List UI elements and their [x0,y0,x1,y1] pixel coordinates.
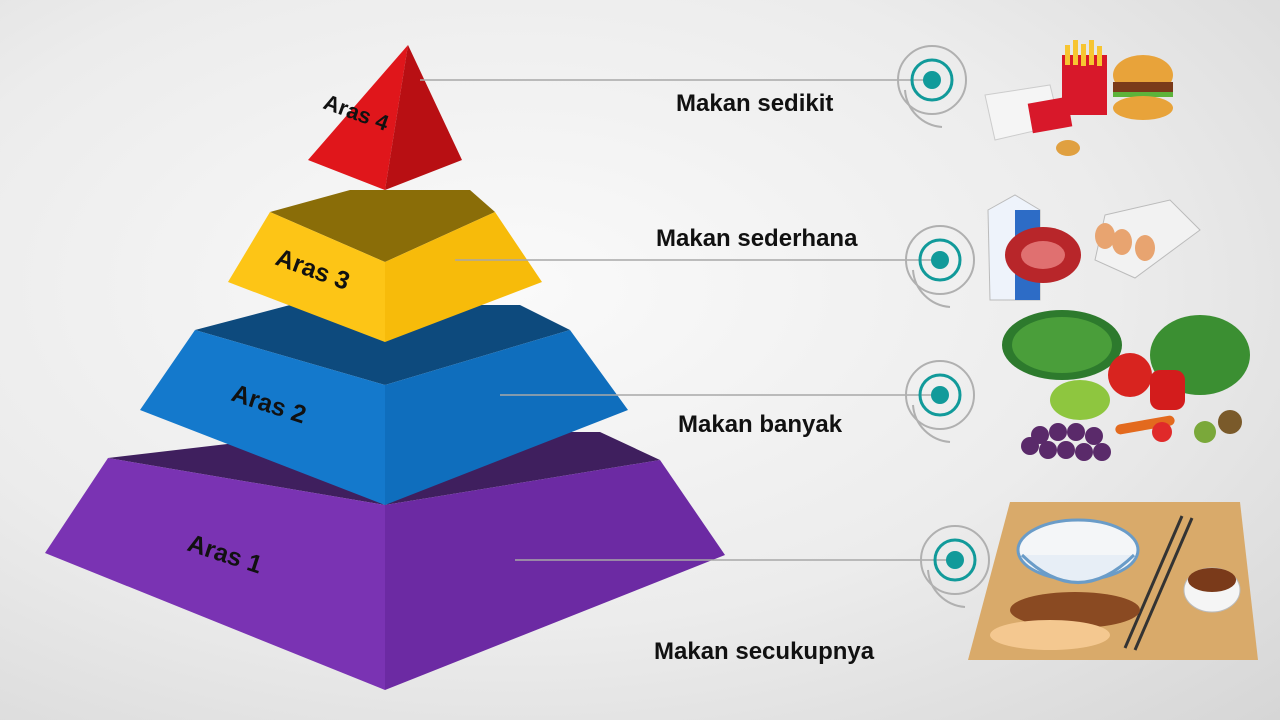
level-description-3: Makan sederhana [656,225,858,252]
pyramid-level-2: Aras 2 [140,305,628,505]
target-icon [920,525,990,608]
fast-food-image [984,40,1173,156]
target-icon [897,45,967,128]
dairy-meat-image [987,194,1201,301]
pyramid-level-3: Aras 3 [228,190,542,342]
target-icon [905,225,975,308]
rice-bread-image [968,502,1258,660]
level-description-2: Makan banyak [678,411,843,438]
target-icon [905,360,975,443]
fruits-vegetables-image [1002,310,1250,461]
level-description-1: Makan secukupnya [654,638,875,665]
connector-lines [420,79,955,561]
level-description-4: Makan sedikit [676,90,833,117]
pyramid-level-4: Aras 4 [308,45,462,190]
